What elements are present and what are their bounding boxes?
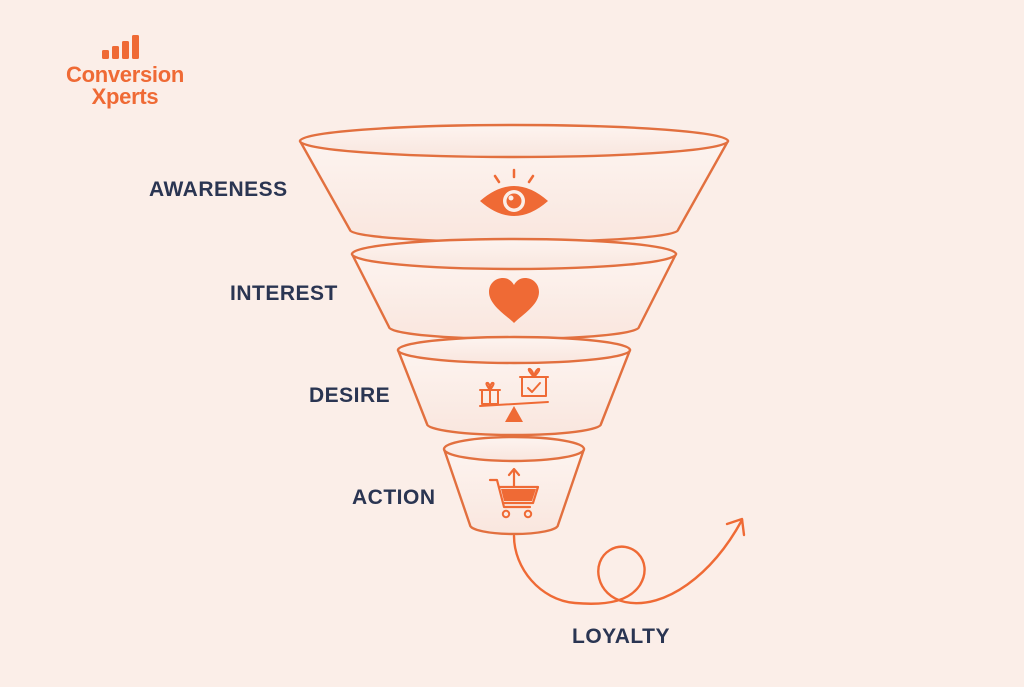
stage-label-awareness: AWARENESS: [149, 178, 288, 201]
funnel-segment-awareness: [298, 123, 730, 244]
heart-icon: [489, 278, 539, 323]
brand-name-line2: Xperts: [91, 84, 159, 109]
loop-arrow-icon: [512, 517, 746, 605]
shopping-cart-icon: [488, 467, 540, 519]
brand-name-line1: Conversion: [65, 62, 185, 87]
stage-label-desire: DESIRE: [309, 384, 391, 407]
stage-label-action: ACTION: [352, 486, 436, 509]
eye-icon: [480, 168, 548, 216]
funnel-segment-desire: [396, 335, 632, 437]
stage-label-interest: INTEREST: [230, 282, 338, 305]
bar-chart-icon: [102, 35, 139, 59]
gift-scale-icon: [479, 367, 549, 422]
stage-label-loyalty: LOYALTY: [572, 625, 671, 648]
